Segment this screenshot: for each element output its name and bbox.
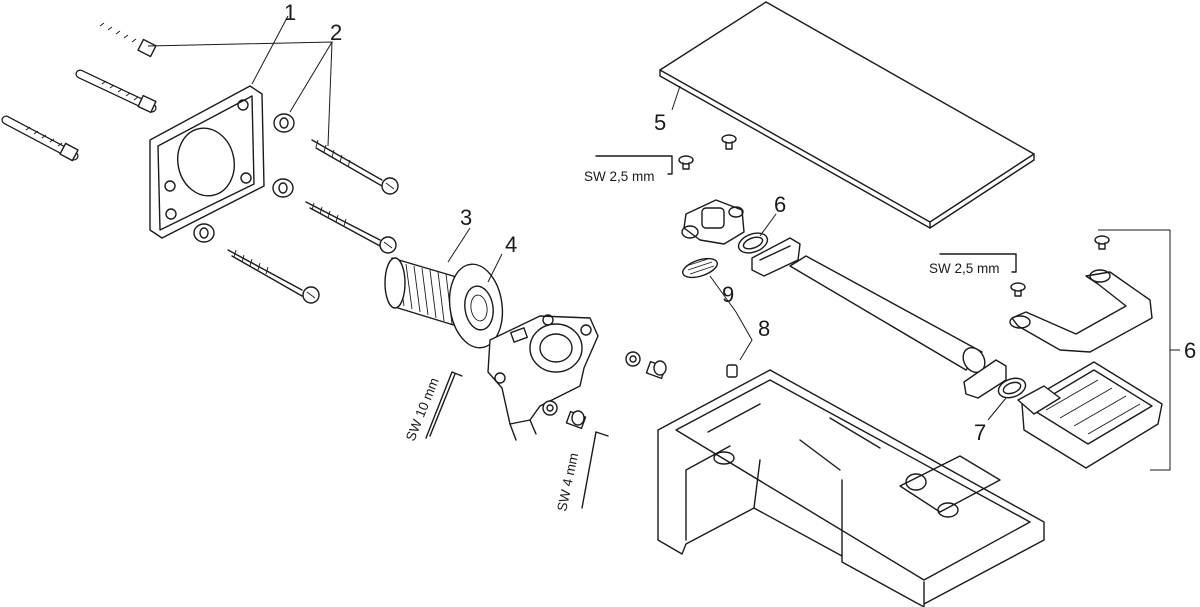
diverter-body bbox=[487, 314, 599, 441]
socket-screw-upper bbox=[625, 351, 667, 380]
leader-lines bbox=[147, 15, 1180, 471]
spout-housing bbox=[657, 369, 1045, 607]
hex-key-10mm bbox=[425, 371, 463, 439]
clip-upper bbox=[751, 237, 801, 277]
clip-lower bbox=[963, 359, 1007, 399]
wood-screw-1 bbox=[311, 139, 399, 195]
washer-set bbox=[193, 113, 295, 243]
callout-5: 5 bbox=[654, 110, 666, 135]
hex-key-4mm bbox=[581, 431, 609, 509]
callout-3: 3 bbox=[460, 205, 472, 230]
grub-screw bbox=[726, 364, 738, 378]
strainer bbox=[682, 257, 718, 279]
hex-key-2-5mm-top bbox=[595, 155, 673, 175]
callout-2: 2 bbox=[330, 20, 342, 45]
anchor-bolt-bottom bbox=[1, 115, 79, 162]
callout-8: 8 bbox=[758, 316, 770, 341]
cover-plate bbox=[659, 1, 1035, 229]
mounting-plate bbox=[149, 85, 265, 239]
callout-6-right: 6 bbox=[1184, 338, 1196, 363]
o-ring-upper bbox=[737, 232, 769, 254]
callout-9: 9 bbox=[722, 282, 734, 307]
small-screw-c bbox=[1094, 235, 1110, 250]
outlet-block bbox=[1017, 361, 1163, 469]
small-screw-a bbox=[721, 134, 737, 150]
spout-tube bbox=[789, 255, 986, 374]
wood-screw-3 bbox=[227, 249, 320, 304]
callout-6-left: 6 bbox=[774, 192, 786, 217]
tool-label-sw25-top: SW 2,5 mm bbox=[584, 169, 655, 184]
tool-label-sw10: SW 10 mm bbox=[403, 376, 442, 444]
wood-screw-2 bbox=[305, 201, 397, 254]
diverter-cartridge bbox=[681, 199, 745, 245]
tool-label-sw4: SW 4 mm bbox=[554, 452, 581, 513]
hex-key-2-5mm-right bbox=[939, 253, 1017, 273]
callout-1: 1 bbox=[284, 0, 296, 25]
gasket-frame bbox=[1009, 269, 1153, 353]
callout-7: 7 bbox=[974, 420, 986, 445]
anchor-bolt-top bbox=[74, 10, 157, 58]
small-screw-d bbox=[1010, 282, 1026, 297]
tool-label-sw25-right: SW 2,5 mm bbox=[929, 261, 1000, 276]
socket-screw-lower bbox=[542, 400, 587, 430]
o-ring-lower bbox=[997, 377, 1027, 399]
wall-flange bbox=[448, 263, 504, 349]
anchor-bolt-middle bbox=[75, 69, 157, 114]
callout-4: 4 bbox=[505, 232, 517, 257]
small-screw-b bbox=[678, 155, 694, 170]
